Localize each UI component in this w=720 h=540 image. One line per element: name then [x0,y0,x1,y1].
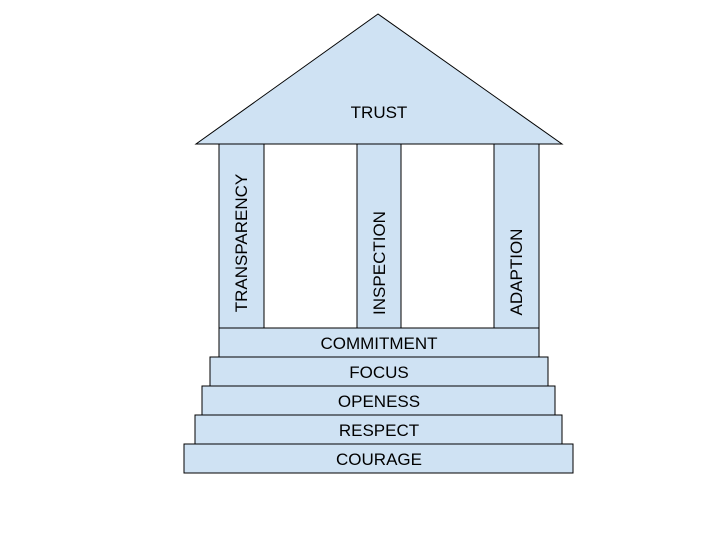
step-commitment-label: COMMITMENT [320,334,437,353]
pillar-transparency [218,143,265,329]
roof-triangle [194,13,564,145]
pillar-inspection [356,143,402,329]
step-courage [183,443,574,474]
step-courage-label: COURAGE [336,450,422,469]
roof-label: TRUST [351,103,408,122]
pillar-inspection-label: INSPECTION [370,211,389,315]
pillar-adaption [493,143,540,329]
step-openess [201,385,556,416]
pillar-adaption-label: ADAPTION [507,229,526,316]
step-commitment [218,327,540,358]
step-openess-label: OPENESS [338,392,420,411]
pillar-transparency-label: TRANSPARENCY [232,174,251,313]
step-respect-label: RESPECT [339,421,419,440]
step-focus-label: FOCUS [349,363,409,382]
